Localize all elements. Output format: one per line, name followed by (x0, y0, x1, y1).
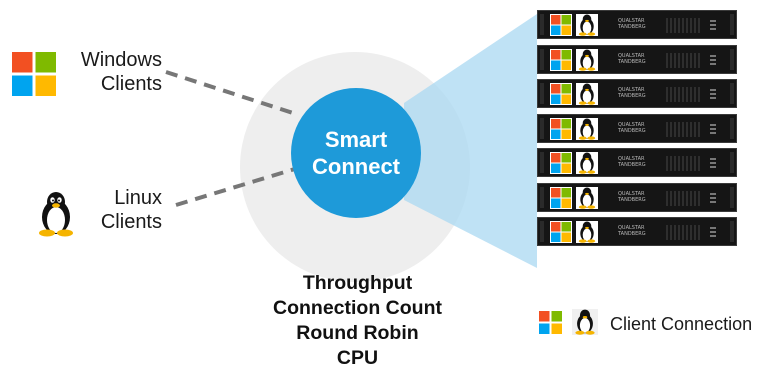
server-brand-line1: QUALSTAR (618, 18, 645, 24)
rack-ear (730, 117, 734, 139)
server-status-leds (710, 227, 716, 237)
tux-penguin-icon (576, 221, 598, 243)
legend-windows-icon (539, 311, 562, 334)
rack-ear (730, 48, 734, 70)
server-brand-line2: TANDBERG (618, 231, 646, 237)
windows-logo-icon (550, 186, 572, 209)
windows-logo-icon (550, 14, 572, 36)
smart-connect-node: Smart Connect (291, 88, 421, 218)
windows-logo-icon (12, 52, 56, 96)
rack-ear (730, 186, 734, 208)
server-brand-line2: TANDBERG (618, 93, 646, 99)
server-brand-line2: TANDBERG (618, 24, 646, 30)
smart-connect-label-line2: Connect (312, 154, 400, 179)
windows-clients-line2: Clients (100, 73, 162, 95)
server-status-leds (710, 123, 716, 134)
server-brand-line2: TANDBERG (618, 127, 646, 134)
server-brand-line1: QUALSTAR (618, 121, 645, 128)
server-vent (666, 225, 702, 240)
server-vent (666, 156, 702, 171)
server-vent (666, 52, 702, 68)
rack-ear (540, 152, 544, 173)
rack-ear (540, 48, 544, 70)
rack-ear (730, 221, 734, 242)
server-brand-line1: QUALSTAR (618, 52, 645, 59)
windows-clients-line1: Windows (80, 49, 162, 71)
rack-ear (540, 83, 544, 104)
metric-round-robin: Round Robin (296, 322, 419, 344)
windows-clients-label: Windows Clients (66, 48, 162, 96)
server-status-leds (710, 20, 716, 30)
server-brand-line1: QUALSTAR (618, 190, 645, 197)
windows-logo-icon (550, 117, 572, 140)
linux-clients-line2: Clients (100, 211, 162, 233)
smart-connect-label-line1: Smart (324, 127, 388, 152)
metric-cpu: CPU (336, 347, 379, 369)
legend-client-connection-label: Client Connection (610, 314, 753, 334)
rack-ear (730, 83, 734, 104)
tux-penguin-icon (576, 83, 598, 105)
server-brand-line2: TANDBERG (618, 58, 646, 65)
linux-clients-label: Linux Clients (86, 186, 162, 234)
windows-logo-icon (550, 48, 572, 71)
tux-penguin-icon (576, 152, 598, 174)
rack-ear (540, 221, 544, 242)
rack-ear (540, 117, 544, 139)
server-vent (666, 18, 702, 33)
rack-ear (540, 186, 544, 208)
server-brand-line1: QUALSTAR (618, 156, 645, 162)
server-status-leds (710, 89, 716, 99)
rack-ear (540, 14, 544, 35)
server-status-leds (710, 158, 716, 168)
server-vent (666, 121, 702, 137)
load-balancing-methods: Throughput Connection Count Round Robin … (250, 271, 465, 371)
server-brand-line2: TANDBERG (618, 162, 646, 168)
server-brand-line1: QUALSTAR (618, 225, 645, 231)
windows-logo-icon (550, 221, 572, 243)
tux-penguin-icon (576, 14, 598, 36)
metric-connection-count: Connection Count (273, 297, 442, 319)
windows-logo-icon (550, 83, 572, 105)
metric-throughput: Throughput (302, 272, 413, 294)
server-status-leds (710, 192, 716, 203)
rack-ear (730, 14, 734, 35)
tux-penguin-icon (576, 186, 598, 209)
server-vent (666, 87, 702, 102)
tux-penguin-icon (36, 191, 76, 237)
linux-clients-line1: Linux (114, 187, 162, 209)
server-brand-line2: TANDBERG (618, 196, 646, 203)
legend-linux-icon (572, 309, 598, 335)
server-status-leds (710, 54, 716, 65)
windows-logo-icon (550, 152, 572, 174)
server-brand-line1: QUALSTAR (618, 87, 645, 93)
server-vent (666, 190, 702, 206)
tux-penguin-icon (576, 48, 598, 71)
rack-ear (730, 152, 734, 173)
tux-penguin-icon (576, 117, 598, 140)
